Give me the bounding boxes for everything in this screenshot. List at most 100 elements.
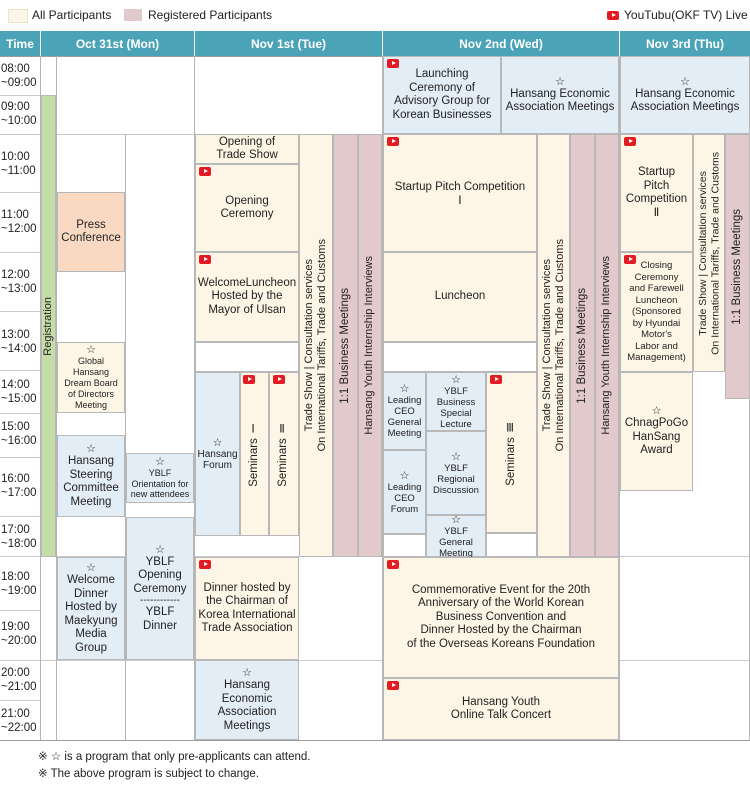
grid-line	[0, 457, 40, 458]
hansang-forum: ☆ Hansang Forum	[195, 372, 240, 536]
legend-registered-label: Registered Participants	[148, 8, 273, 22]
youtube-icon	[387, 681, 399, 690]
yblf-regional-discussion: ☆ YBLF Regional Discussion	[426, 431, 486, 515]
grid-line	[0, 192, 40, 193]
seminars-2: Seminars Ⅱ	[269, 372, 299, 536]
time-label: 14:00~15:00	[1, 379, 37, 405]
youtube-icon	[490, 375, 502, 384]
grid-line	[40, 56, 41, 740]
online-talk-concert: Hansang Youth Online Talk Concert	[383, 678, 619, 740]
grid-line	[382, 56, 383, 740]
empty-slot	[486, 533, 537, 557]
header-nov2: Nov 2nd (Wed)	[383, 31, 619, 56]
steering-committee: ☆ Hansang Steering Committee Meeting	[57, 435, 125, 517]
time-label: 09:00~10:00	[1, 101, 37, 127]
header-nov1: Nov 1st (Tue)	[195, 31, 382, 56]
header-time: Time	[0, 31, 40, 56]
youtube-icon	[387, 560, 399, 569]
youtube-icon	[273, 375, 285, 384]
youtube-icon	[387, 137, 399, 146]
grid-line	[194, 56, 195, 740]
youtube-icon	[199, 560, 211, 569]
empty-slot	[195, 342, 299, 372]
grid-line	[0, 700, 40, 701]
time-label: 08:00~09:00	[1, 63, 37, 89]
trade-show-consultation-1: Trade Show | Consultation services On In…	[299, 134, 333, 557]
youtube-icon	[624, 255, 636, 264]
legend-swatch-registered	[124, 9, 142, 21]
trade-show-consultation-2: Trade Show | Consultation services On In…	[537, 134, 570, 557]
startup-pitch-1: Startup Pitch Competition Ⅰ	[383, 134, 537, 252]
grid-line	[0, 370, 40, 371]
time-label: 16:00~17:00	[1, 473, 37, 499]
startup-pitch-2: Startup Pitch Competition Ⅱ	[620, 134, 693, 252]
empty-slot	[383, 342, 537, 372]
header-oct31: Oct 31st (Mon)	[41, 31, 194, 56]
seminars-3: Seminars Ⅲ	[486, 372, 537, 533]
business-meetings-2: 1:1 Business Meetings	[570, 134, 595, 557]
time-label: 17:00~18:00	[1, 524, 37, 550]
time-label: 10:00~11:00	[1, 151, 36, 177]
grid-line	[56, 56, 57, 740]
yblf-orientation: ☆ YBLF Orientation for new attendees	[126, 453, 194, 503]
time-label: 12:00~13:00	[1, 269, 37, 295]
footnote-2: ※ The above program is subject to change…	[38, 768, 260, 780]
grid-line	[0, 516, 40, 517]
launching-ceremony: Launching Ceremony of Advisory Group for…	[383, 56, 501, 134]
press-conference: Press Conference	[57, 192, 125, 272]
youtube-icon	[624, 137, 636, 146]
grid-line	[0, 311, 40, 312]
grid-line	[619, 56, 620, 740]
leading-ceo-general-meeting: ☆ Leading CEO General Meeting	[383, 372, 426, 450]
closing-ceremony: Closing Ceremony and Farewell Luncheon (…	[620, 252, 693, 372]
time-label: 21:00~22:00	[1, 708, 37, 734]
time-label: 18:00~19:00	[1, 571, 37, 597]
header-nov3: Nov 3rd (Thu)	[620, 31, 750, 56]
youth-internship-interviews-1: Hansang Youth Internship Interviews	[358, 134, 382, 557]
global-board-meeting: ☆ Global Hansang Dream Board of Director…	[57, 342, 125, 413]
youtube-icon	[387, 59, 399, 68]
legend-live-label: YouTubu(OKF TV) Live	[624, 8, 748, 22]
grid-line	[0, 660, 750, 661]
youtube-icon	[243, 375, 255, 384]
opening-ceremony: Opening Ceremony	[195, 164, 299, 252]
grid-line	[0, 252, 40, 253]
changpogo-award: ☆ ChnagPoGo HanSang Award	[620, 372, 693, 491]
business-meetings-3: 1:1 Business Meetings	[725, 134, 750, 399]
seminars-1: Seminars Ⅰ	[240, 372, 269, 536]
grid-line	[0, 610, 40, 611]
yblf-opening-dinner: ☆ YBLF Opening Ceremony ------------ YBL…	[126, 517, 194, 660]
time-label: 13:00~14:00	[1, 329, 37, 355]
footnote-1: ※ ☆ is a program that only pre-applicant…	[38, 751, 311, 763]
empty-slot	[383, 534, 426, 557]
legend-swatch-all	[8, 9, 28, 23]
commemorative-event: Commemorative Event for the 20th Anniver…	[383, 557, 619, 678]
trade-show-consultation-3: Trade Show | Consultation services On In…	[693, 134, 725, 372]
time-label: 19:00~20:00	[1, 621, 37, 647]
grid-line	[0, 740, 750, 741]
grid-line	[0, 95, 40, 96]
yblf-general-meeting: ☆ YBLF General Meeting	[426, 514, 486, 559]
luncheon: Luncheon	[383, 252, 537, 342]
youtube-icon	[607, 11, 619, 20]
econ-meetings-nov3: ☆ Hansang Economic Association Meetings	[620, 56, 750, 134]
youtube-icon	[199, 255, 211, 264]
welcome-luncheon: WelcomeLuncheon Hosted by the Mayor of U…	[195, 252, 299, 342]
business-meetings-1: 1:1 Business Meetings	[333, 134, 358, 557]
welcome-dinner: ☆ Welcome Dinner Hosted by Maekyung Medi…	[57, 557, 125, 660]
registration-block: Registration	[41, 95, 56, 557]
econ-meetings-nov2: ☆ Hansang Economic Association Meetings	[501, 56, 619, 134]
time-label: 20:00~21:00	[1, 667, 37, 693]
youth-internship-interviews-2: Hansang Youth Internship Interviews	[595, 134, 619, 557]
legend-all-label: All Participants	[32, 8, 112, 22]
dinner-kita: Dinner hosted by the Chairman of Korea I…	[195, 557, 299, 660]
time-label: 15:00~16:00	[1, 421, 37, 447]
youtube-icon	[199, 167, 211, 176]
trade-show-opening: Opening of Trade Show	[195, 134, 299, 164]
leading-ceo-forum: ☆ Leading CEO Forum	[383, 450, 426, 534]
grid-line	[125, 134, 126, 740]
econ-meetings-nov1: ☆ Hansang Economic Association Meetings	[195, 660, 299, 740]
time-label: 11:00~12:00	[1, 209, 37, 235]
grid-line	[0, 56, 750, 57]
grid-line	[0, 413, 40, 414]
